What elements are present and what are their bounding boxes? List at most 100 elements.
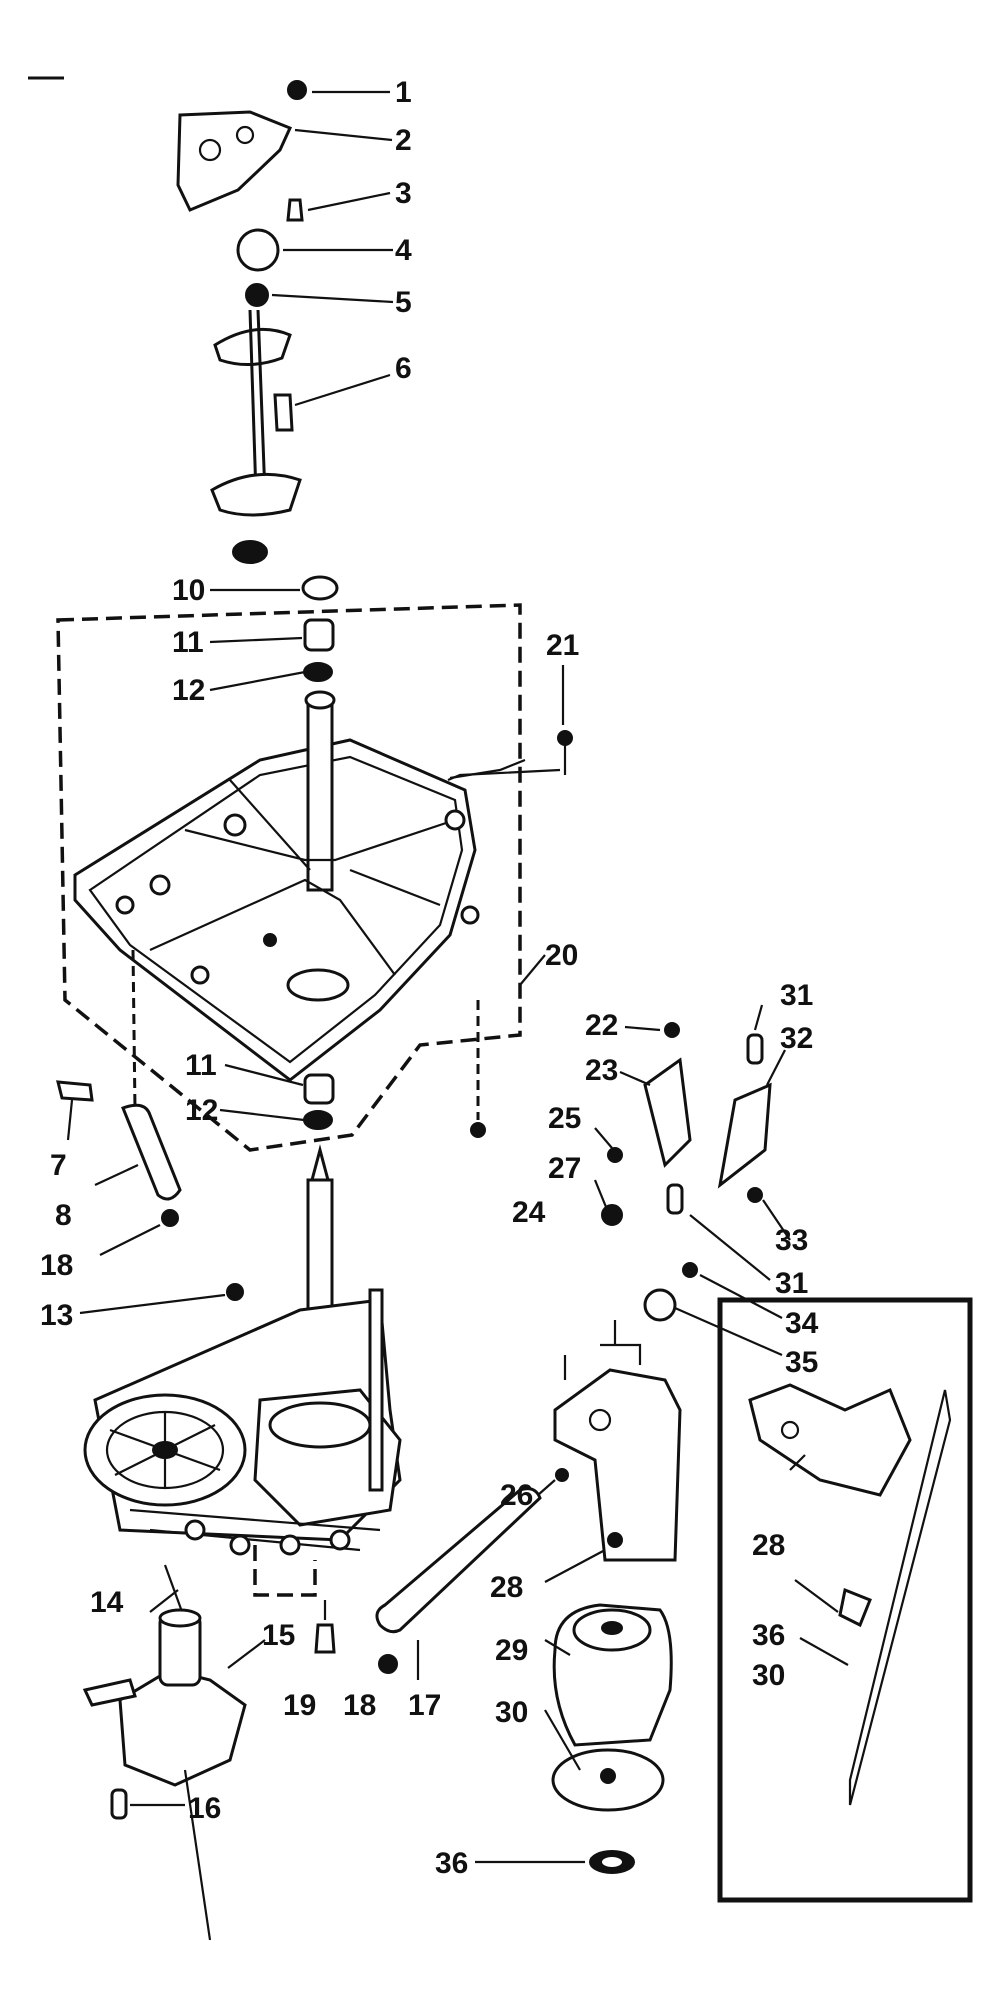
label-30b: 30 [752, 1659, 785, 1692]
label-24: 24 [512, 1196, 546, 1229]
label-14: 14 [90, 1586, 124, 1619]
label-18a: 18 [40, 1249, 73, 1282]
part-26-screw [555, 1468, 569, 1482]
part-3-bolt [286, 198, 304, 222]
label-28a: 28 [490, 1571, 523, 1604]
label-2: 2 [395, 124, 412, 157]
left-small-parts [56, 1080, 182, 1256]
part-8-link [121, 1103, 182, 1201]
transmission-assembly [79, 1144, 402, 1621]
label-35: 35 [785, 1346, 818, 1379]
part-34-nut [682, 1262, 698, 1278]
part-35-grommet [643, 1288, 677, 1322]
inset-detail [717, 1297, 973, 1903]
leader-lines-top [271, 90, 394, 407]
label-33: 33 [775, 1224, 808, 1257]
part-5-washer [245, 283, 269, 307]
label-15: 15 [262, 1619, 295, 1652]
label-11a: 11 [172, 626, 204, 659]
label-17: 17 [408, 1689, 441, 1722]
part-15-pump [118, 1668, 247, 1787]
part-32-bracket [717, 1082, 772, 1189]
label-7: 7 [50, 1149, 67, 1182]
frame-rod [368, 1288, 384, 1492]
base-plate-assembly [56, 575, 573, 1152]
part-11b-bearing [303, 1073, 335, 1105]
label-4: 4 [395, 234, 412, 267]
callout-labels: 1 2 3 4 5 6 10 11 12 21 20 11 12 7 8 18 … [40, 76, 819, 1880]
part-10-washer [301, 575, 339, 601]
part-2-bracket [176, 110, 293, 212]
part-17-link [375, 1487, 542, 1634]
part-33-nut [747, 1187, 763, 1203]
label-28b: 28 [752, 1529, 785, 1562]
part-6-screw [273, 393, 294, 432]
part-30-inset-panel [848, 1389, 952, 1806]
label-31a: 31 [780, 979, 813, 1012]
base-plate [73, 738, 477, 1082]
part-11-bearing [303, 618, 335, 652]
pump-assembly [82, 1608, 266, 1941]
part-18a-nut [161, 1209, 179, 1227]
part-27-nut [601, 1204, 623, 1226]
part-36-inset-washer [838, 1587, 872, 1628]
leader-lines-base [209, 588, 565, 1122]
part-6-lower-plate [210, 472, 302, 517]
part-21-screw [557, 730, 573, 746]
label-3: 3 [395, 177, 412, 210]
part-28-inset-bracket [748, 1383, 912, 1497]
part-1-nut [287, 80, 307, 100]
label-32: 32 [780, 1022, 813, 1055]
label-10: 10 [172, 574, 205, 607]
label-27: 27 [548, 1152, 581, 1185]
part-6-foot [232, 540, 268, 564]
label-30a: 30 [495, 1696, 528, 1729]
gearcase-dashed-link [253, 1545, 317, 1597]
label-34: 34 [785, 1307, 819, 1340]
label-1: 1 [395, 76, 412, 109]
label-23: 23 [585, 1054, 618, 1087]
label-12a: 12 [172, 674, 205, 707]
label-5: 5 [395, 286, 412, 319]
part-31b-pin [666, 1183, 684, 1215]
label-6: 6 [395, 352, 412, 385]
label-31b: 31 [775, 1267, 808, 1300]
part-31a-pin [746, 1033, 764, 1065]
label-20: 20 [545, 939, 578, 972]
label-36b: 36 [752, 1619, 785, 1652]
part-25-nut [607, 1147, 623, 1163]
label-36a: 36 [435, 1847, 468, 1880]
inset-border [717, 1297, 973, 1903]
part-19-screw [314, 1623, 336, 1654]
part-7-pin [56, 1080, 94, 1102]
part-23-bracket [643, 1057, 692, 1168]
right-small-parts [470, 1004, 791, 1357]
part-16-screw [110, 1788, 128, 1820]
motor-assembly [475, 1320, 682, 1874]
label-16: 16 [188, 1792, 221, 1825]
lower-middle-parts [314, 1487, 542, 1680]
part-18b-nut [378, 1654, 398, 1674]
center-post [306, 698, 334, 892]
label-25: 25 [548, 1102, 581, 1135]
part-13-nut [226, 1283, 244, 1301]
part-12b-ring [303, 1110, 333, 1130]
label-29: 29 [495, 1634, 528, 1667]
top-assembly [176, 80, 307, 564]
label-8: 8 [55, 1199, 72, 1232]
label-11b: 11 [185, 1049, 217, 1082]
part-24-screw [470, 1122, 486, 1138]
part-4-bushing [236, 228, 280, 272]
part-22-nut [664, 1022, 680, 1038]
part-28-motor-bracket [553, 1368, 682, 1562]
label-22: 22 [585, 1009, 618, 1042]
label-21: 21 [546, 629, 579, 662]
label-12b: 12 [185, 1094, 218, 1127]
part-12-ring [303, 662, 333, 682]
label-26: 26 [500, 1479, 533, 1512]
label-13: 13 [40, 1299, 73, 1332]
label-18b: 18 [343, 1689, 376, 1722]
dashed-group-outline [56, 603, 522, 1152]
label-19: 19 [283, 1689, 316, 1722]
